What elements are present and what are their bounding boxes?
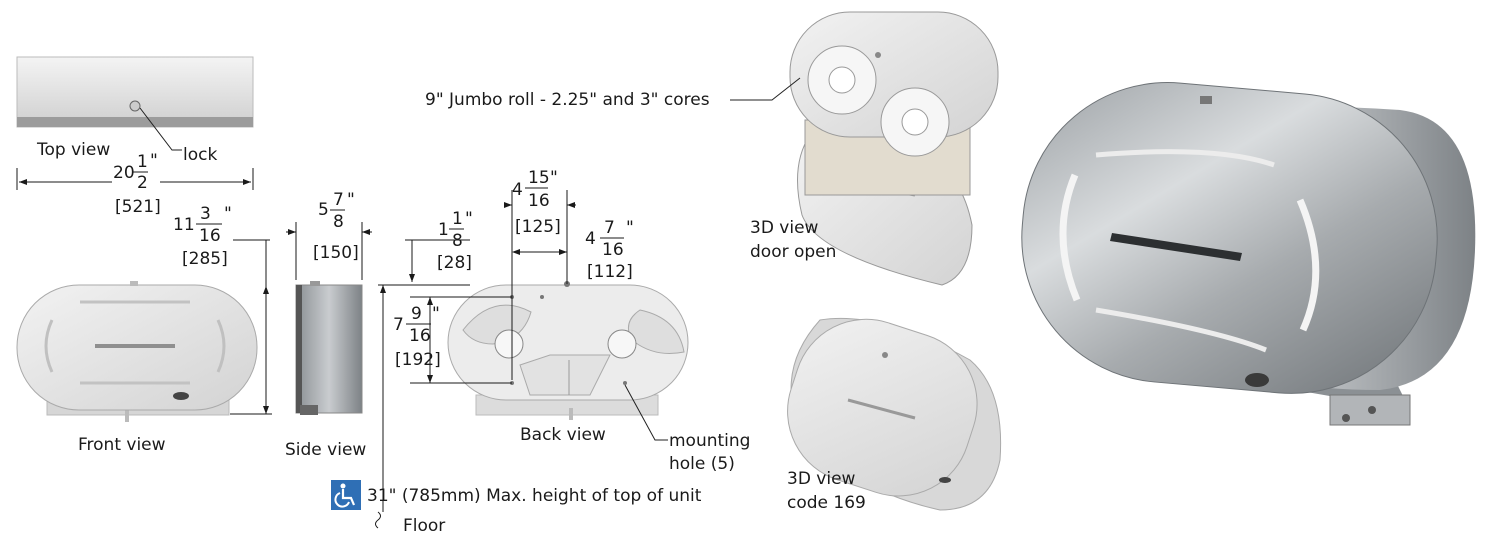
lock-callout: lock (183, 145, 217, 165)
front-view-label: Front view (78, 435, 166, 455)
3d-open-label-line1: 3D view (750, 218, 819, 238)
width-num: 1 (137, 152, 148, 172)
hole-vertical-whole: 7 (393, 315, 404, 335)
top-offset-inch: " (465, 209, 473, 229)
width-den: 2 (137, 173, 148, 193)
hole-spacing2-mm: [112] (587, 262, 633, 282)
depth-dimension: 5 7 8 " [150] (286, 190, 372, 280)
stainless-dispenser-render (1021, 82, 1476, 426)
depth-whole: 5 (318, 200, 329, 220)
hole-spacing-mm: [125] (515, 217, 561, 237)
hole-spacing-inch: " (550, 168, 558, 188)
3d-door-open-drawing (789, 11, 999, 286)
lock-leader (139, 107, 182, 151)
hole-vertical-dimension: 7 9 16 " [192] (393, 296, 512, 384)
height-callout: 31" (785mm) Max. height of top of unit (367, 486, 702, 506)
top-offset-num: 1 (452, 209, 463, 229)
hole-vertical-den: 16 (409, 326, 431, 346)
width-mm: [521] (115, 197, 161, 217)
hole-spacing-num: 15 (528, 168, 550, 188)
hole-spacing2-dimension: 4 7 16 " [112] (512, 218, 634, 282)
hole-spacing-dimension: 4 15 16 " [125] (504, 168, 576, 380)
3d-code169-label-line2: code 169 (787, 493, 866, 513)
hole-spacing2-whole: 4 (585, 229, 596, 249)
width-whole: 20 (113, 163, 135, 183)
hole-vertical-mm: [192] (395, 350, 441, 370)
top-offset-whole: 1 (438, 220, 449, 240)
depth-den: 8 (333, 212, 344, 232)
height-mm: [285] (182, 249, 228, 269)
front-view-drawing (16, 281, 258, 422)
hole-spacing2-den: 16 (602, 240, 624, 260)
side-view-drawing (295, 281, 363, 415)
top-view-drawing (16, 56, 254, 128)
height-num: 3 (200, 204, 211, 224)
3d-code169-drawing (787, 317, 1002, 511)
height-dimension: 11 3 16 " [285] (173, 204, 272, 415)
top-view-label: Top view (36, 140, 110, 160)
floor-label: Floor (403, 516, 445, 536)
hole-vertical-num: 9 (411, 304, 422, 324)
jumbo-callout: 9" Jumbo roll - 2.25" and 3" cores (425, 90, 710, 110)
height-den: 16 (199, 226, 221, 246)
width-inch: " (150, 151, 158, 171)
mounting-callout-line1: mounting (669, 431, 750, 451)
depth-num: 7 (333, 190, 344, 210)
side-view-label: Side view (285, 440, 366, 460)
depth-mm: [150] (313, 243, 359, 263)
mounting-height-line (375, 285, 386, 529)
hole-spacing-den: 16 (528, 191, 550, 211)
3d-open-label-line2: door open (750, 242, 836, 262)
hole-spacing-whole: 4 (512, 180, 523, 200)
height-whole: 11 (173, 215, 195, 235)
width-dimension: 20 1 2 " [521] (16, 151, 254, 217)
height-inch: " (224, 204, 232, 224)
back-view-label: Back view (520, 425, 606, 445)
wheelchair-icon (331, 480, 361, 510)
top-offset-mm: [28] (437, 253, 472, 273)
back-view-drawing (447, 281, 689, 420)
top-offset-den: 8 (452, 231, 463, 251)
hole-spacing2-num: 7 (604, 218, 615, 238)
hole-vertical-inch: " (432, 304, 440, 324)
jumbo-leader (730, 77, 801, 101)
hole-spacing2-inch: " (626, 218, 634, 238)
mounting-callout-line2: hole (5) (669, 454, 735, 474)
mounting-leader (624, 384, 668, 441)
top-offset-dimension: 1 1 8 " [28] (378, 209, 473, 286)
3d-code169-label-line1: 3D view (787, 469, 856, 489)
depth-inch: " (347, 190, 355, 210)
